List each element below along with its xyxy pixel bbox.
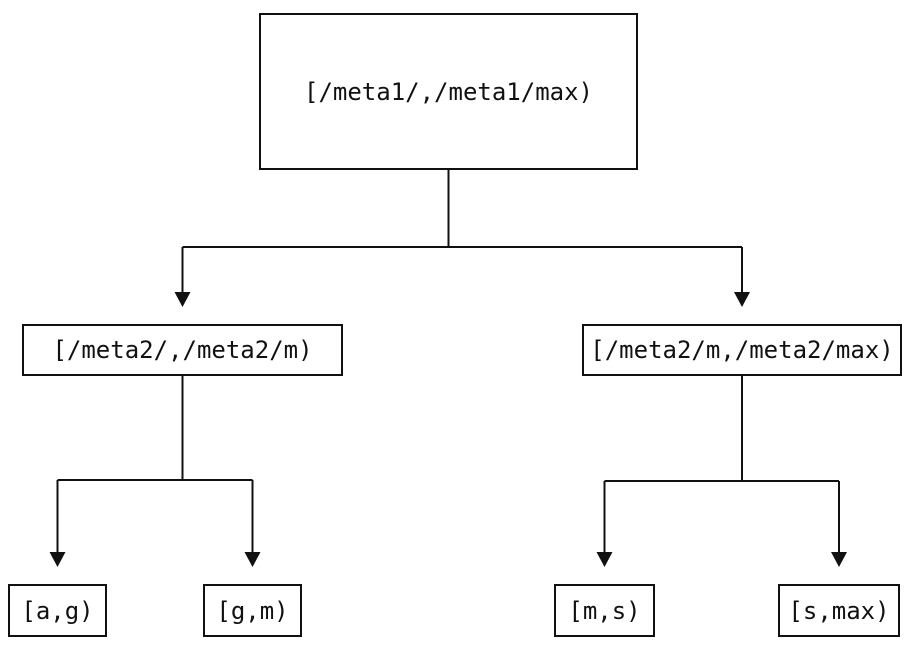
node-meta2-high-label: [/meta2/m,/meta2/max) (590, 336, 894, 364)
node-leaf-ms-label: [m,s) (568, 596, 641, 625)
edge-left-branch (56, 376, 254, 552)
node-leaf-ms: [m,s) (554, 584, 655, 637)
arrowhead-down-icon (596, 552, 613, 567)
node-root: [/meta1/,/meta1/max) (259, 13, 638, 170)
node-meta2-low: [/meta2/,/meta2/m) (22, 324, 343, 376)
edge-right-branch (603, 376, 840, 552)
node-leaf-gm-label: [g,m) (216, 596, 289, 625)
arrowhead-down-icon (244, 552, 261, 567)
node-leaf-smax-label: [s,max) (788, 596, 890, 625)
node-leaf-smax: [s,max) (778, 584, 900, 637)
node-meta2-low-label: [/meta2/,/meta2/m) (52, 336, 313, 364)
arrowhead-down-icon (831, 552, 847, 567)
node-leaf-ag-label: [a,g) (21, 596, 94, 625)
arrowhead-down-icon (174, 292, 191, 307)
node-meta2-high: [/meta2/m,/meta2/max) (582, 324, 902, 376)
node-leaf-gm: [g,m) (203, 584, 302, 637)
edge-root-branch (181, 170, 743, 292)
node-root-label: [/meta1/,/meta1/max) (304, 77, 593, 106)
arrowhead-down-icon (49, 552, 66, 567)
arrowhead-down-icon (734, 292, 750, 307)
node-leaf-ag: [a,g) (8, 584, 107, 637)
